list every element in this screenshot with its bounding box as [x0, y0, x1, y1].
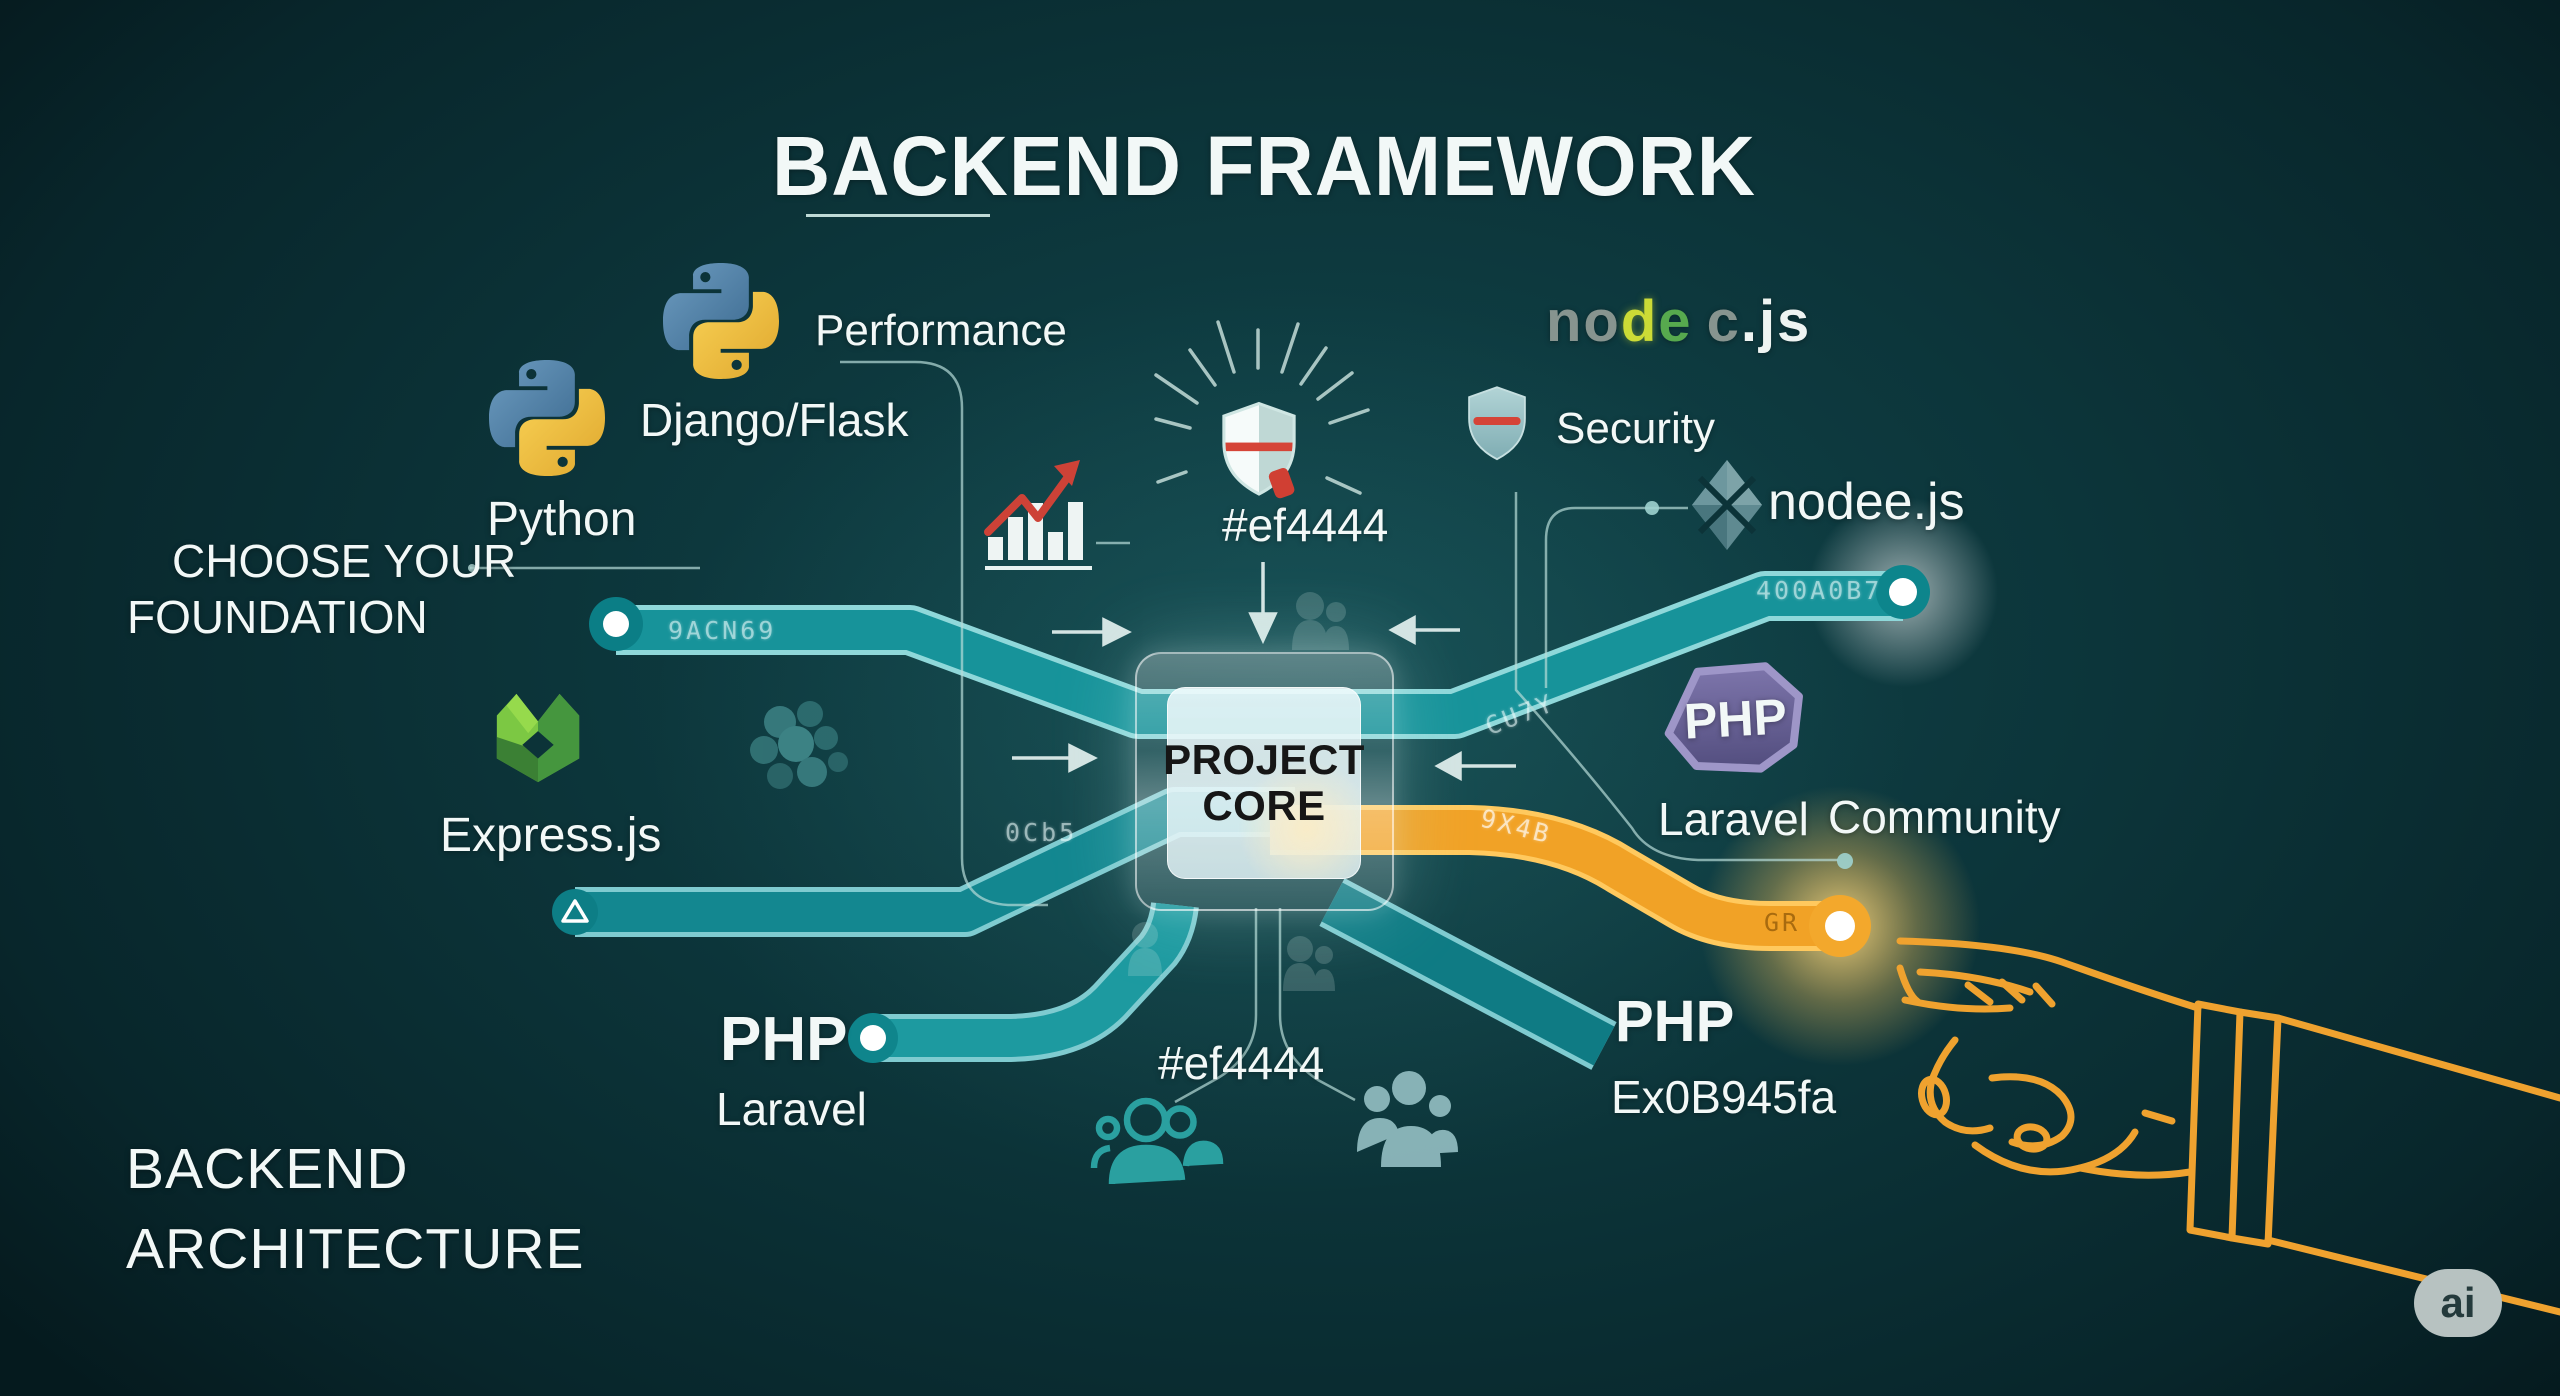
nodee-label: nodee.js — [1768, 473, 1965, 531]
footer-title-line2: ARCHITECTURE — [126, 1217, 585, 1281]
laravel-right-label: Laravel — [1658, 793, 1809, 845]
project-core-inner-panel: PROJECT CORE — [1163, 687, 1364, 879]
flow-arrows — [1012, 562, 1516, 781]
nodejs-logo-part: c — [1706, 289, 1741, 354]
ghost-people-icons — [1128, 592, 1349, 991]
connector-dot — [1645, 501, 1659, 515]
pipe-code: GR — [1764, 908, 1801, 937]
php-right-sub-label: Ex0B945fa — [1611, 1071, 1837, 1123]
nodejs-logo-part: no — [1546, 289, 1621, 354]
footer-title-line1: BACKEND — [126, 1137, 409, 1201]
express-label: Express.js — [440, 809, 662, 862]
nodejs-logo-part: e — [1658, 289, 1693, 354]
performance-label: Performance — [815, 306, 1067, 355]
community-people-outline-icon — [1090, 1097, 1224, 1185]
performance-chart-icon — [984, 460, 1092, 570]
shield-color-code: #ef4444 — [1222, 499, 1389, 551]
project-core-box: PROJECT CORE — [1135, 652, 1394, 911]
node-marker-right — [1876, 565, 1930, 619]
cluster-icon — [750, 701, 848, 789]
pipe-code: 0Cb5 — [1005, 818, 1078, 847]
ai-badge-label: ai — [2440, 1279, 2476, 1326]
python-label: Python — [487, 493, 637, 546]
php-badge-label: PHP — [1682, 688, 1789, 750]
security-shield-icon — [1468, 386, 1526, 461]
foundation-label-line2: FOUNDATION — [127, 591, 428, 643]
page-title: BACKEND FRAMEWORK — [772, 119, 1756, 213]
community-people-filled-icon — [1357, 1071, 1458, 1167]
sunburst-rays — [1154, 320, 1370, 495]
foundation-label-line1: CHOOSE YOUR — [172, 535, 517, 587]
bottom-color-code: #ef4444 — [1158, 1037, 1325, 1089]
laravel-left-label: Laravel — [716, 1083, 867, 1135]
pipe-orange — [1270, 805, 1840, 951]
community-label: Community — [1828, 791, 2061, 843]
cube-icon — [1692, 460, 1762, 550]
python-icon — [663, 263, 779, 379]
express-logo-icon — [496, 693, 580, 783]
php-left-label: PHP — [720, 1005, 848, 1074]
node-marker-orange — [1809, 895, 1871, 957]
django-flask-label: Django/Flask — [640, 394, 909, 446]
pipe-php-left — [873, 901, 1199, 1062]
php-badge-icon — [1664, 662, 1803, 773]
pointing-hand-illustration — [1896, 937, 2560, 1316]
connector-dot — [1837, 853, 1853, 869]
connector-dot — [468, 564, 476, 572]
node-marker-triangle — [552, 889, 598, 935]
nodejs-logo-part: .js — [1740, 289, 1812, 354]
node-marker-php-left — [848, 1013, 898, 1063]
security-label: Security — [1556, 404, 1715, 453]
pipe-bottom-right — [1319, 878, 1617, 1070]
project-core-label-line2: CORE — [1202, 782, 1326, 829]
php-right-label: PHP — [1615, 989, 1735, 1054]
connector-lines — [470, 360, 1838, 1104]
nodejs-logo-part: d — [1620, 289, 1659, 354]
shield-check-icon — [1222, 401, 1296, 499]
python-icon — [489, 360, 605, 476]
pipe-code: 9ACN69 — [668, 616, 777, 645]
node-marker-left — [589, 597, 643, 651]
title-underline — [806, 214, 990, 217]
ai-watermark-badge: ai — [2414, 1269, 2502, 1337]
project-core-label-line1: PROJECT — [1163, 735, 1365, 783]
pipe-code: 400A0B7 — [1756, 576, 1883, 605]
